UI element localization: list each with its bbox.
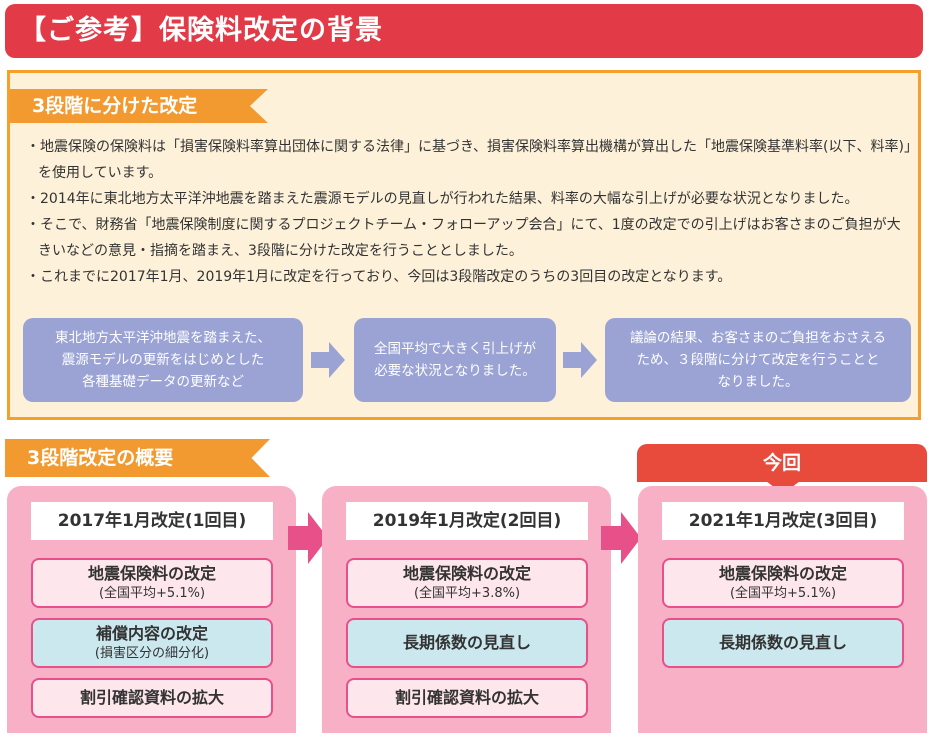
flow-step-1: 東北地方太平洋沖地震を踏まえた、 震源モデルの更新をはじめとした 各種基礎データ… (23, 318, 303, 402)
arrow-right-icon (563, 342, 597, 378)
revision-column-2: 2019年1月改定(2回目) 地震保険料の改定 (全国平均+3.8%) 長期係数… (322, 486, 611, 733)
bullet-item: ・2014年に東北地方太平洋沖地震を踏まえた震源モデルの見直しが行われた結果、料… (26, 191, 859, 207)
item-long-term-factor: 長期係数の見直し (662, 618, 904, 668)
bullet-list: ・地震保険の保険料は「損害保険料率算出団体に関する法律」に基づき、損害保険料率算… (26, 134, 914, 290)
bullet-item: ・地震保険の保険料は「損害保険料率算出団体に関する法律」に基づき、損害保険料率算… (26, 139, 911, 181)
page-title: 【ご参考】保険料改定の背景 (5, 4, 923, 58)
item-title: 補償内容の改定 (95, 624, 208, 643)
flow-step-3: 議論の結果、お客さまのご負担をおさえる ため、３段階に分けて改定を行うことと な… (605, 318, 911, 402)
arrow-right-icon (311, 342, 345, 378)
item-coverage-revision: 補償内容の改定 (損害区分の細分化) (31, 618, 273, 668)
item-subtitle: (全国平均+5.1%) (729, 586, 837, 601)
arrow-right-icon (601, 512, 641, 564)
flow-step-text: 議論の結果、お客さまのご負担をおさえる ため、３段階に分けて改定を行うことと な… (629, 330, 887, 390)
item-discount-docs: 割引確認資料の拡大 (31, 678, 273, 718)
arrow-right-icon (288, 512, 328, 564)
item-subtitle: (全国平均+3.8%) (413, 586, 521, 601)
section-label-overview: 3段階改定の概要 (5, 439, 270, 477)
column-header: 2019年1月改定(2回目) (346, 502, 588, 540)
item-title: 地震保険料の改定 (402, 564, 531, 583)
revision-column-1: 2017年1月改定(1回目) 地震保険料の改定 (全国平均+5.1%) 補償内容… (7, 486, 296, 733)
item-discount-docs: 割引確認資料の拡大 (346, 678, 588, 718)
flow-step-text: 全国平均で大きく引上げが 必要な状況となりました。 (374, 341, 536, 379)
current-badge: 今回 (637, 444, 927, 482)
item-title: 割引確認資料の拡大 (79, 688, 224, 707)
column-header: 2017年1月改定(1回目) (31, 502, 273, 540)
section-label-three-stage: 3段階に分けた改定 (10, 89, 268, 123)
item-title: 地震保険料の改定 (718, 564, 847, 583)
item-title: 長期係数の見直し (718, 633, 847, 652)
item-title: 割引確認資料の拡大 (394, 688, 539, 707)
bullet-item: ・これまでに2017年1月、2019年1月に改定を行っており、今回は3段階改定の… (26, 269, 732, 285)
column-header: 2021年1月改定(3回目) (662, 502, 904, 540)
flow-step-text: 東北地方太平洋沖地震を踏まえた、 震源モデルの更新をはじめとした 各種基礎データ… (55, 330, 271, 390)
item-title: 地震保険料の改定 (87, 564, 216, 583)
bullet-item: ・そこで、財務省「地震保険制度に関するプロジェクトチーム・フォローアップ会合」に… (26, 217, 901, 259)
revision-column-3: 2021年1月改定(3回目) 地震保険料の改定 (全国平均+5.1%) 長期係数… (638, 486, 927, 733)
item-premium-revision: 地震保険料の改定 (全国平均+5.1%) (31, 558, 273, 608)
item-premium-revision: 地震保険料の改定 (全国平均+5.1%) (662, 558, 904, 608)
flow-step-2: 全国平均で大きく引上げが 必要な状況となりました。 (354, 318, 556, 402)
item-subtitle: (全国平均+5.1%) (98, 586, 206, 601)
item-subtitle: (損害区分の細分化) (94, 646, 210, 661)
item-title: 長期係数の見直し (402, 633, 531, 652)
item-premium-revision: 地震保険料の改定 (全国平均+3.8%) (346, 558, 588, 608)
item-long-term-factor: 長期係数の見直し (346, 618, 588, 668)
